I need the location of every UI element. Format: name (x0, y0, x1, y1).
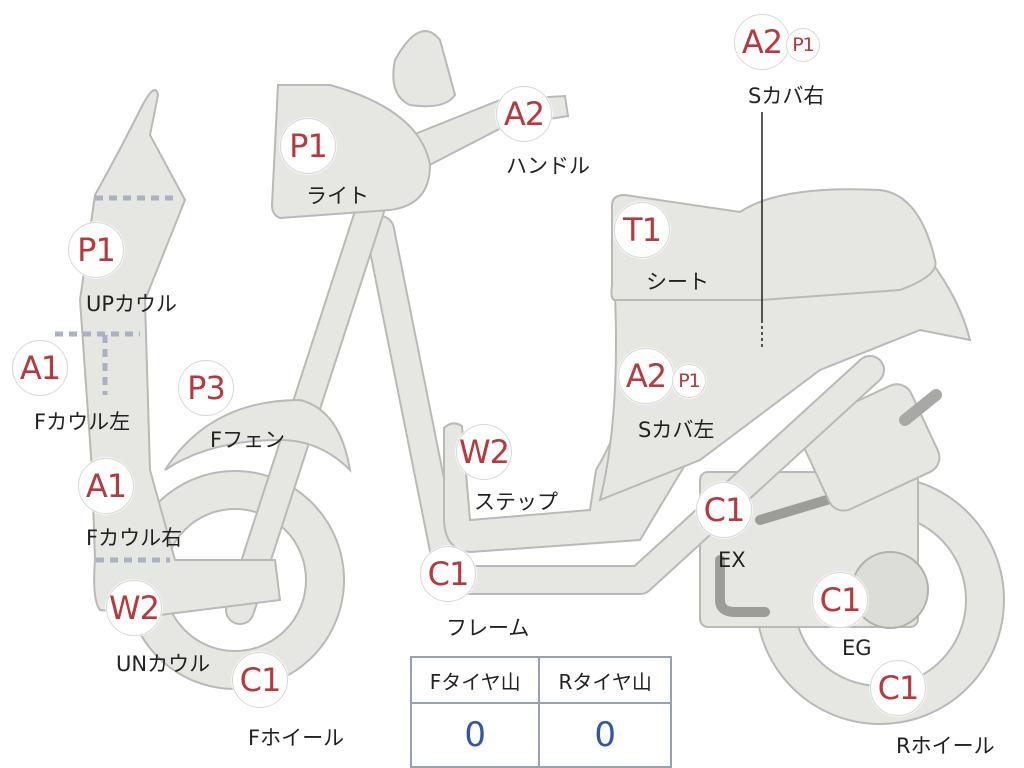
mirror (392, 30, 457, 108)
badge-a2-s-cover-right[interactable]: A2 (734, 14, 790, 70)
tire-tread-table: Fタイヤ山 Rタイヤ山 0 0 (409, 656, 672, 768)
seat (610, 188, 937, 301)
badge-c1-frame[interactable]: C1 (420, 546, 476, 602)
badge-a2-s-cover-left[interactable]: A2 (618, 348, 674, 404)
badge-w2-step[interactable]: W2 (456, 424, 512, 480)
badge-a1-f-cowl-left[interactable]: A1 (12, 340, 68, 396)
label-seat: シート (646, 270, 709, 294)
label-f-cowl-left: Fカウル左 (34, 410, 131, 434)
value-r-tire[interactable]: 0 (538, 702, 672, 768)
label-s-cover-left: Sカバ左 (638, 418, 715, 442)
label-step: ステップ (474, 490, 558, 514)
label-light: ライト (306, 184, 369, 208)
badge-p3-f-fender[interactable]: P3 (178, 360, 234, 416)
badge-p1-up-cowl[interactable]: P1 (68, 222, 124, 278)
label-handle: ハンドル (506, 154, 590, 178)
badge-w2-un-cowl[interactable]: W2 (106, 580, 162, 636)
header-r-tire: Rタイヤ山 (538, 656, 672, 704)
badge-c1-r-wheel[interactable]: C1 (870, 660, 926, 716)
label-s-cover-right: Sカバ右 (748, 84, 825, 108)
badge-p1-s-cover-left[interactable]: P1 (672, 364, 706, 398)
header-f-tire: Fタイヤ山 (409, 656, 541, 704)
label-f-cowl-right: Fカウル右 (86, 526, 183, 550)
side-cover (598, 258, 972, 502)
label-up-cowl: UPカウル (86, 292, 178, 316)
badge-p1-light[interactable]: P1 (280, 118, 336, 174)
label-f-wheel: Fホイール (248, 726, 345, 750)
front-fender (164, 398, 352, 473)
label-frame: フレーム (446, 616, 530, 640)
label-ex: EX (718, 548, 746, 572)
badge-c1-f-wheel[interactable]: C1 (232, 652, 288, 708)
badge-a1-f-cowl-right[interactable]: A1 (78, 458, 134, 514)
badge-c1-ex[interactable]: C1 (696, 482, 752, 538)
badge-a2-handle[interactable]: A2 (496, 86, 552, 142)
label-f-fender: Fフェン (210, 428, 286, 452)
badge-p1-s-cover-right[interactable]: P1 (786, 28, 820, 62)
label-r-wheel: Rホイール (896, 734, 995, 758)
value-f-tire[interactable]: 0 (409, 702, 541, 768)
badge-c1-eg[interactable]: C1 (812, 572, 868, 628)
label-un-cowl: UNカウル (116, 652, 211, 676)
label-eg: EG (842, 636, 872, 660)
badge-t1-seat[interactable]: T1 (614, 202, 670, 258)
